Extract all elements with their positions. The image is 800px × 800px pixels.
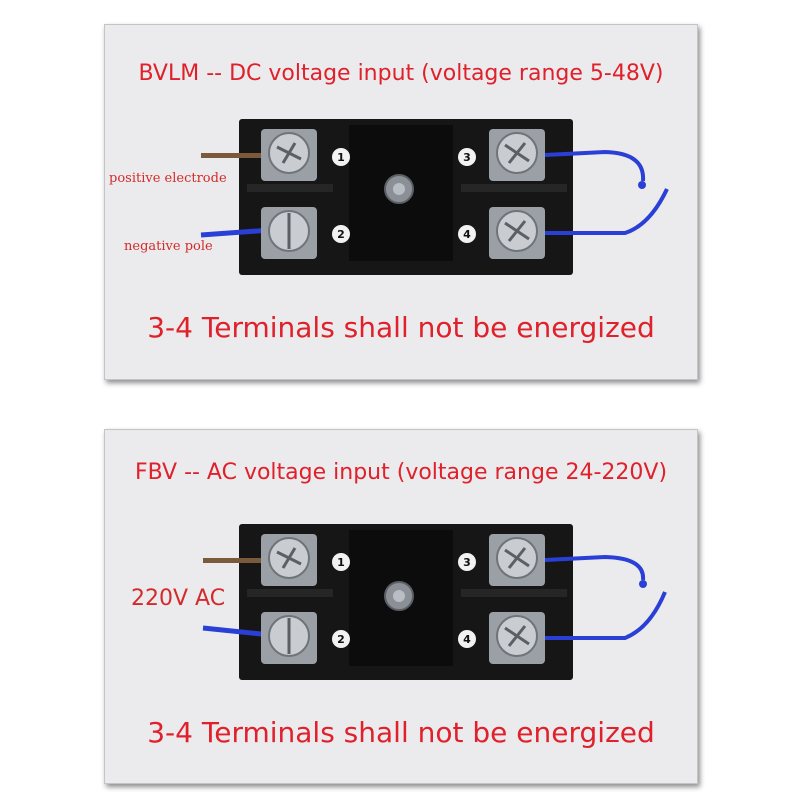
terminal-screw-4 xyxy=(489,207,545,259)
terminal-screw-2 xyxy=(261,207,317,259)
terminal-number-4: 4 xyxy=(458,630,476,648)
positive-wire xyxy=(201,153,273,158)
terminal-number-2-text: 2 xyxy=(337,228,345,241)
switch-wire-4 xyxy=(545,188,669,235)
terminal-number-1-text: 1 xyxy=(337,556,345,569)
ac-input-heading: FBV -- AC voltage input (voltage range 2… xyxy=(134,460,668,485)
terminal-number-2-text: 2 xyxy=(337,633,345,646)
ac-line-wire-2 xyxy=(202,625,272,638)
ac-terminal-diagram: 1 2 3 4 xyxy=(202,524,667,680)
terminal-number-3-text: 3 xyxy=(463,556,471,569)
terminal-number-4: 4 xyxy=(458,225,476,243)
terminal-number-4-text: 4 xyxy=(463,633,471,646)
switch-wire-4 xyxy=(545,591,667,640)
terminal-screw-2 xyxy=(261,612,317,664)
ac-voltage-label: 220V AC xyxy=(131,586,226,611)
negative-pole-label: negative pole xyxy=(124,239,213,254)
ac-line-wire-1 xyxy=(203,558,273,563)
dc-terminal-diagram: 1 2 3 4 xyxy=(200,119,669,275)
ac-wiring-panel: FBV -- AC voltage input (voltage range 2… xyxy=(104,429,698,784)
dc-wiring-panel: BVLM -- DC voltage input (voltage range … xyxy=(104,24,698,380)
terminal-number-2: 2 xyxy=(332,225,350,243)
dc-warning-text: 3-4 Terminals shall not be energized xyxy=(147,311,655,344)
terminal-number-4-text: 4 xyxy=(463,228,471,241)
terminal-number-3: 3 xyxy=(458,148,476,166)
terminal-number-1: 1 xyxy=(332,553,350,571)
switch-wire-3 xyxy=(544,149,646,182)
terminal-number-3: 3 xyxy=(458,553,476,571)
ac-warning-text: 3-4 Terminals shall not be energized xyxy=(147,716,655,749)
terminal-number-1: 1 xyxy=(332,148,350,166)
positive-electrode-label: positive electrode xyxy=(109,171,227,186)
terminal-screw-4 xyxy=(489,612,545,664)
terminal-number-2: 2 xyxy=(332,630,350,648)
terminal-screw-1 xyxy=(261,534,317,586)
dc-input-heading: BVLM -- DC voltage input (voltage range … xyxy=(138,61,664,86)
terminal-screw-3 xyxy=(489,534,545,586)
switch-wire-3 xyxy=(544,554,646,581)
negative-wire xyxy=(200,227,272,238)
terminal-number-1-text: 1 xyxy=(337,151,345,164)
terminal-screw-1 xyxy=(261,129,317,181)
terminal-screw-3 xyxy=(489,129,545,181)
terminal-number-3-text: 3 xyxy=(463,151,471,164)
